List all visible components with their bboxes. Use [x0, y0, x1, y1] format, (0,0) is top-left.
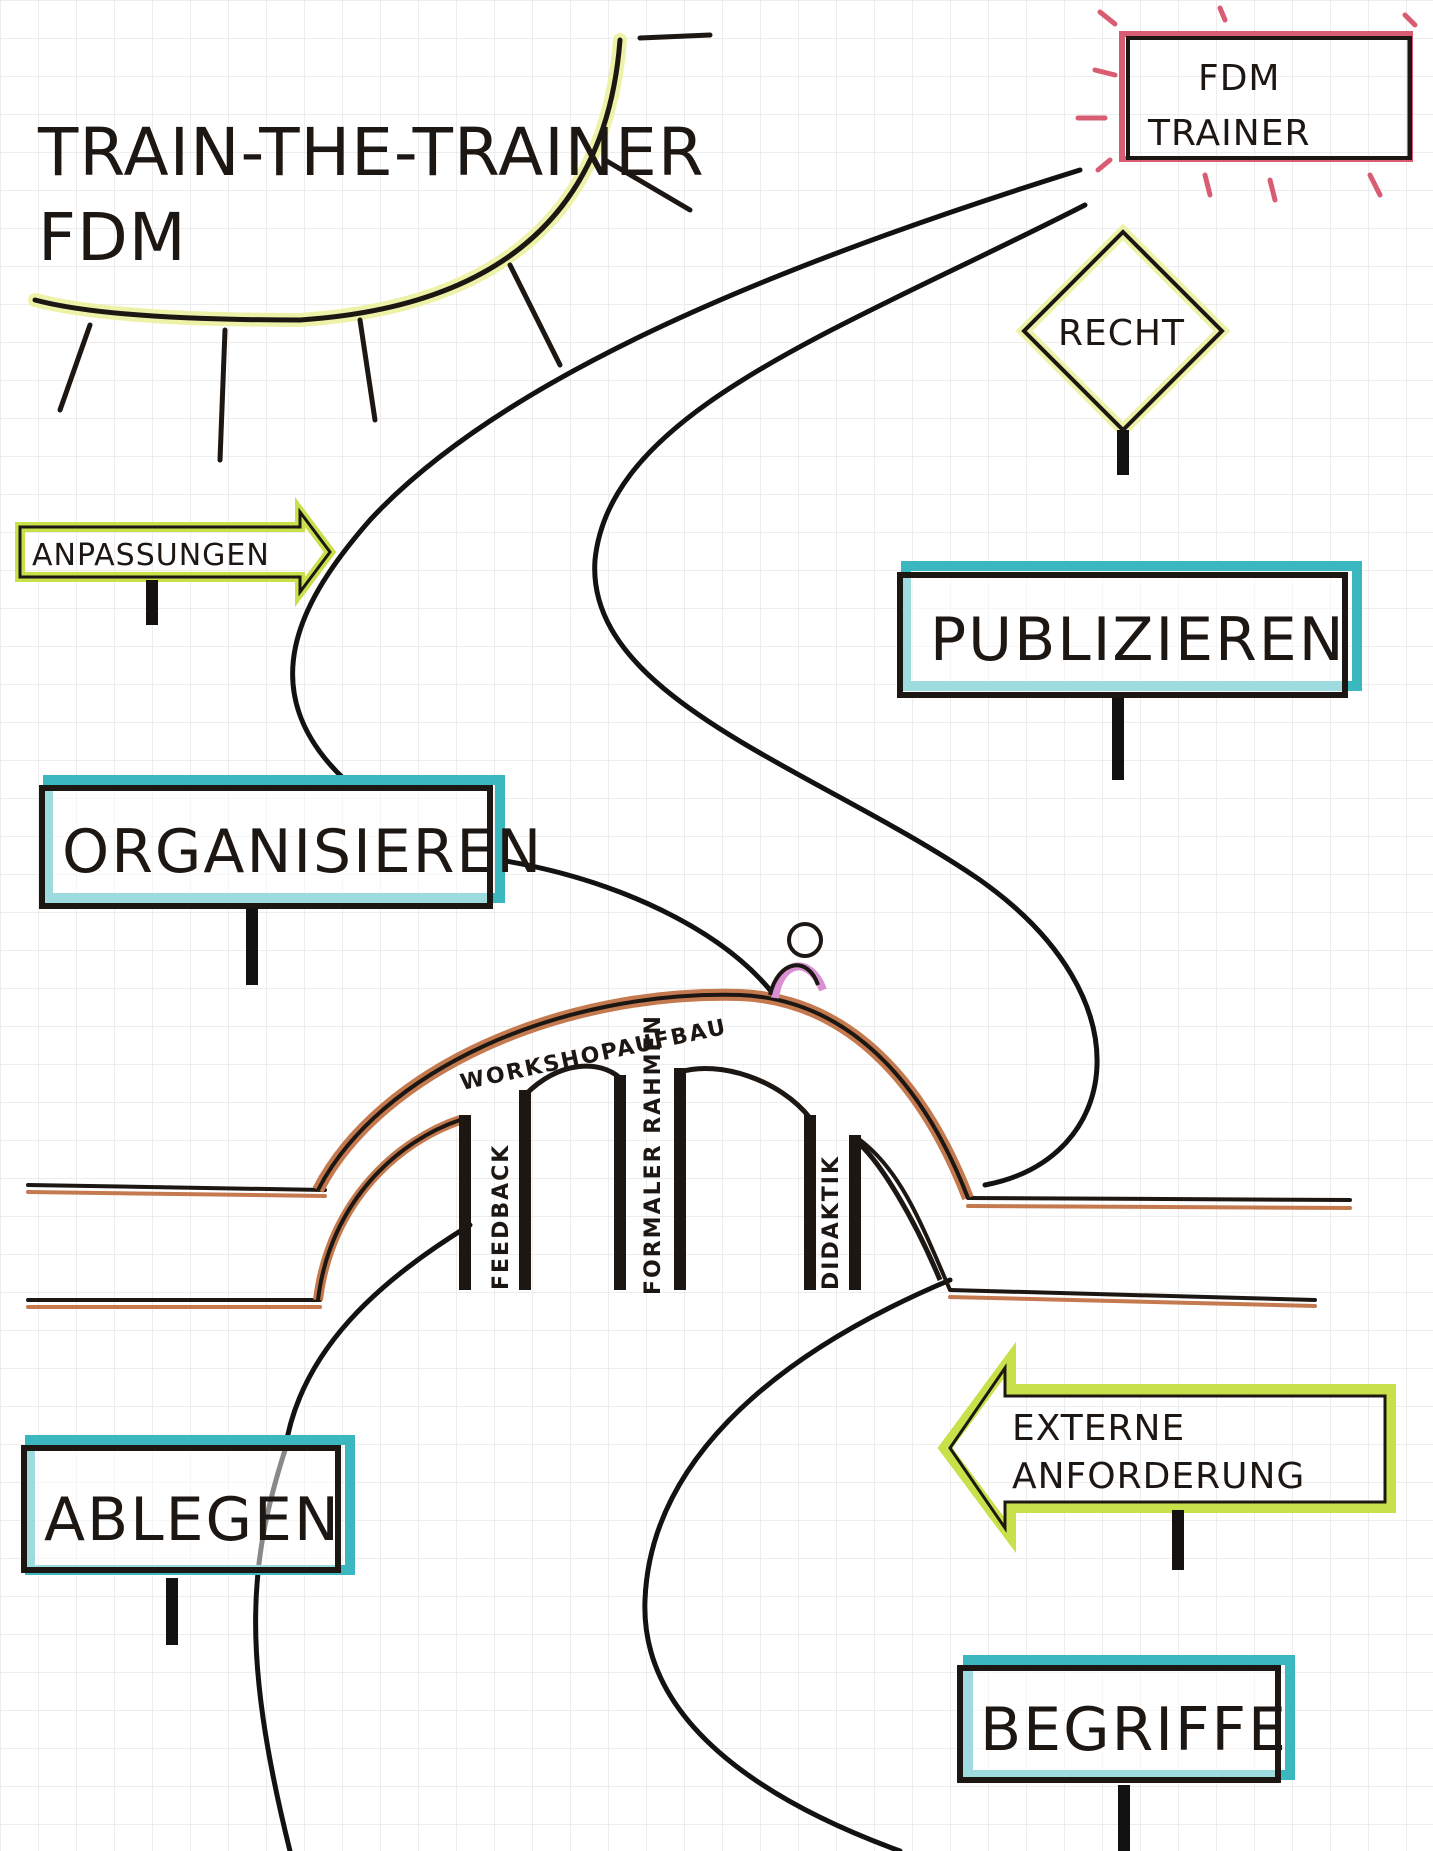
pillar-label-formaler-rahmen: FORMALER RAHMEN: [641, 1014, 666, 1295]
begriffe-label: BEGRIFFE: [980, 1695, 1288, 1765]
anpassungen-label: ANPASSUNGEN: [32, 538, 270, 573]
sun: [28, 32, 713, 463]
goal-line2: TRAINER: [1147, 113, 1310, 154]
organisieren-sign: [39, 775, 505, 985]
publizieren-label: PUBLIZIEREN: [930, 605, 1346, 675]
road-lower-right: [642, 1277, 953, 1851]
ablegen-sign: [21, 1435, 355, 1645]
publizieren-sign: [897, 561, 1362, 780]
bridge: [26, 988, 1352, 1309]
recht-label: RECHT: [1058, 313, 1185, 354]
organisieren-label: ORGANISIEREN: [62, 817, 543, 887]
goal-line1: FDM: [1198, 58, 1281, 99]
road-upper-right: [592, 202, 1100, 1188]
road-organisieren-bridge: [497, 857, 773, 993]
person-figure: [768, 922, 827, 999]
recht-sign: [1015, 223, 1231, 475]
goal-sign: [1075, 5, 1418, 203]
begriffe-sign: [957, 1655, 1295, 1851]
externe-label-line1: EXTERNE: [1012, 1408, 1185, 1449]
title-line2: FDM: [38, 199, 187, 276]
road-upper-left: [290, 167, 1083, 783]
pillar-label-didaktik: DIDAKTIK: [819, 1155, 844, 1290]
title-line1: TRAIN-THE-TRAINER: [37, 114, 705, 191]
pillar-label-feedback: FEEDBACK: [489, 1144, 514, 1290]
externe-label-line2: ANFORDERUNG: [1012, 1456, 1305, 1497]
ablegen-label: ABLEGEN: [44, 1485, 341, 1555]
anpassungen-sign: [15, 497, 337, 625]
externe-anforderung-sign: [937, 1341, 1396, 1570]
